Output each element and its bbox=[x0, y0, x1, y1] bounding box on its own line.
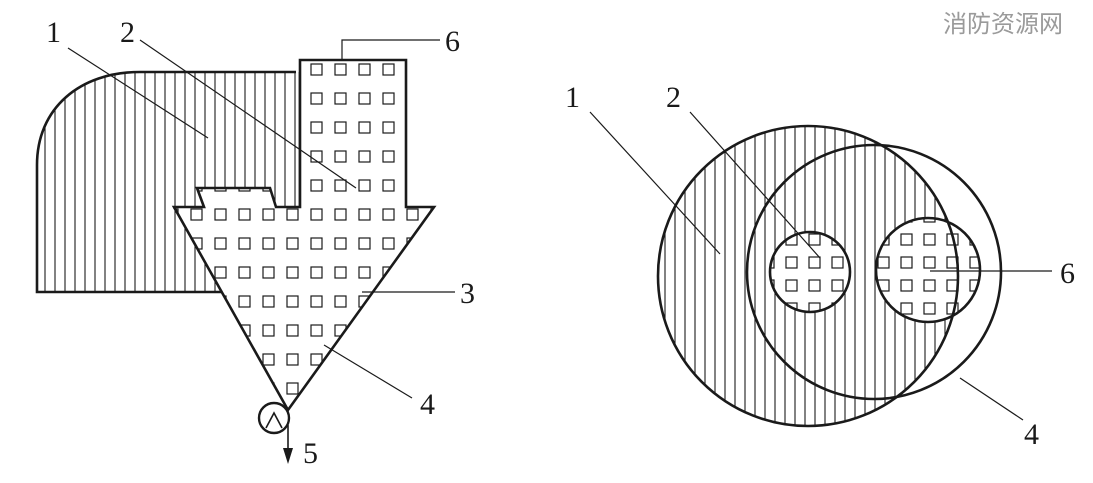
left-label-4: 4 bbox=[420, 388, 435, 421]
left-label-1: 1 bbox=[46, 16, 61, 49]
left-diagram: 1 2 6 3 4 5 bbox=[35, 16, 475, 470]
right-diagram: 1 2 6 4 bbox=[565, 81, 1075, 451]
left-leader-lines bbox=[67, 39, 455, 399]
left-label-6: 6 bbox=[445, 25, 460, 58]
right-label-6: 6 bbox=[1060, 257, 1075, 290]
right-circle-6 bbox=[874, 216, 982, 324]
right-label-2: 2 bbox=[666, 81, 681, 114]
left-label-5: 5 bbox=[303, 437, 318, 470]
right-leader-lines bbox=[589, 111, 1052, 421]
detector-icon bbox=[257, 401, 293, 464]
right-label-4: 4 bbox=[1024, 418, 1039, 451]
watermark: 消防资源网 bbox=[943, 10, 1063, 38]
right-label-1: 1 bbox=[565, 81, 580, 114]
right-circle-1-outline bbox=[656, 124, 960, 428]
right-circle-4-outline bbox=[745, 143, 1003, 401]
left-label-3: 3 bbox=[460, 277, 475, 310]
left-label-2: 2 bbox=[120, 16, 135, 49]
